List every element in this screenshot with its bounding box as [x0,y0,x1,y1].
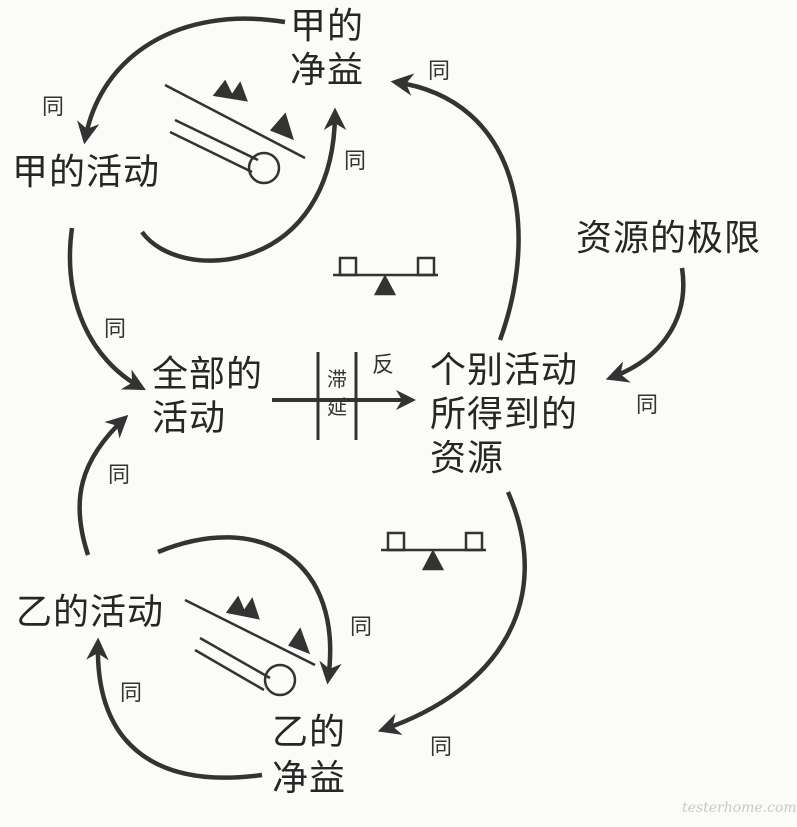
label-yi-activity-to-total: 同 [108,463,131,488]
arrow-yi-activity-to-yi-net [157,535,342,685]
arrow-limit-to-indiv [605,267,686,383]
label-indiv-to-yi-net: 同 [430,735,453,760]
node-resource-limit: 资源的极限 [576,218,762,259]
delay-label-line1: 滞 [327,367,347,391]
arrow-yi-activity-to-total [77,414,129,556]
label-limit-to-indiv: 同 [636,393,659,418]
arrow-jia-net-to-jia-activity [77,16,286,145]
watermark: testerhome.com [682,800,797,816]
arrow-jia-activity-to-total [67,227,146,391]
arrow-indiv-to-yi-net [377,491,527,735]
node-jia-activity: 甲的活动 [12,152,161,193]
node-yi-net-benefit-line2: 净益 [272,758,347,799]
node-indiv-resource-line1: 个别活动 [430,350,579,391]
snowball-icon-top [164,79,306,185]
node-yi-net-benefit-line1: 乙的 [272,712,347,753]
label-indiv-to-jia-net: 同 [428,59,451,84]
node-indiv-resource-line2: 所得到的 [430,394,579,435]
arrow-jia-activity-to-jia-net [140,107,347,263]
label-jia-activity-to-jia-net: 同 [344,149,367,174]
label-yi-activity-to-yi-net: 同 [350,615,373,640]
node-yi-activity: 乙的活动 [16,592,165,633]
node-jia-net-benefit-line2: 净益 [290,50,365,91]
node-total-activity-line2: 活动 [152,398,227,439]
arrow-indiv-to-jia-net [390,73,521,341]
label-jia-activity-to-total: 同 [104,317,127,342]
snowball-icon-bottom [184,595,316,697]
balance-symbol-bottom [381,531,486,571]
node-indiv-resource-line3: 资源 [430,438,505,479]
delay-label-line2: 延 [327,395,347,419]
label-total-to-indiv: 反 [372,353,395,378]
label-jia-net-to-jia-activity: 同 [42,95,65,120]
node-jia-net-benefit-line1: 甲的 [290,6,365,47]
node-total-activity-line1: 全部的 [152,354,264,395]
arrow-yi-net-to-yi-activity [86,637,263,780]
label-yi-net-to-yi-activity: 同 [120,681,143,706]
balance-symbol-top [333,256,438,296]
